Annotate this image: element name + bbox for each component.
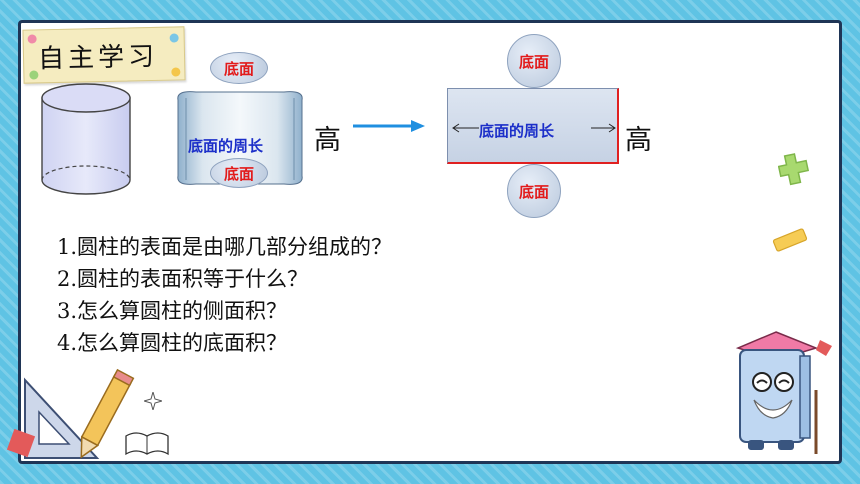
base-ellipse-top: 底面 (210, 52, 268, 84)
title-card: 自主学习 (22, 26, 186, 84)
open-book-icon (125, 432, 169, 456)
pencil-icon (80, 368, 135, 459)
net-circle-bottom: 底面 (507, 164, 561, 218)
question-3: 3.怎么算圆柱的侧面积？ (57, 299, 288, 323)
label-base-top: 底面 (223, 59, 254, 78)
net-label-perimeter: 底面的周长 (479, 122, 555, 140)
base-ellipse-bottom: 底面 (210, 158, 268, 188)
decor-dot (171, 67, 181, 77)
label-height: 高 (314, 125, 341, 156)
question-2: 2.圆柱的表面积等于什么？ (57, 267, 309, 291)
label-perimeter: 底面的周长 (188, 137, 264, 155)
perimeter-arrows (452, 123, 616, 133)
question-1: 1.圆柱的表面是由哪几部分组成的？ (57, 235, 393, 259)
decor-dot (27, 34, 37, 44)
label-base-bottom: 底面 (223, 164, 254, 183)
unrolled-cylinder-illustration (177, 91, 303, 185)
net-rectangle (447, 88, 619, 164)
net-label-base-bottom: 底面 (518, 182, 549, 201)
book-character-mascot (735, 331, 832, 454)
net-label-height: 高 (625, 125, 652, 156)
section-title: 自主学习 (37, 41, 159, 75)
net-label-base-top: 底面 (518, 52, 549, 71)
net-circle-top: 底面 (507, 34, 561, 88)
puzzle-piece-icon (778, 153, 810, 186)
arrow-right-icon (353, 120, 425, 132)
sparkle-icon (144, 392, 162, 410)
cylinder-illustration (41, 83, 131, 195)
ruler-icon (772, 228, 808, 252)
question-4: 4.怎么算圆柱的底面积？ (57, 331, 288, 355)
decor-dot (169, 33, 179, 43)
triangle-ruler-icon (24, 377, 100, 459)
slide-board (18, 20, 842, 464)
